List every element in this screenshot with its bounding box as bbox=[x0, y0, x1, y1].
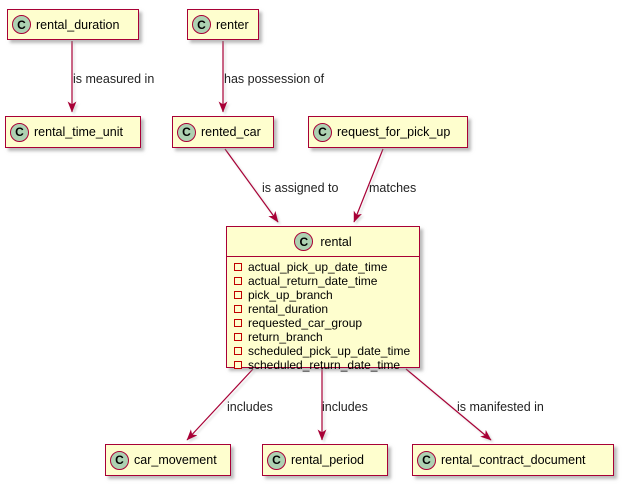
field-icon bbox=[234, 319, 242, 327]
attribute-label: scheduled_return_date_time bbox=[248, 358, 401, 372]
edge-request_for_pick_up-rental bbox=[353, 148, 384, 223]
class-name-label: rental_duration bbox=[36, 17, 120, 32]
edge-label: is manifested in bbox=[457, 400, 544, 414]
class-box-rental_contract_document: C rental_contract_document bbox=[412, 444, 614, 476]
class-box-rental_time_unit: C rental_time_unit bbox=[5, 116, 141, 148]
class-name-label: rented_car bbox=[201, 125, 261, 139]
attribute-list: actual_pick_up_date_time actual_return_d… bbox=[227, 257, 419, 372]
attribute-row: actual_pick_up_date_time bbox=[234, 260, 413, 274]
class-icon: C bbox=[110, 450, 129, 470]
attribute-row: scheduled_pick_up_date_time bbox=[234, 344, 413, 358]
class-icon: C bbox=[417, 450, 436, 470]
class-name-label: rental_contract_document bbox=[441, 453, 586, 467]
field-icon bbox=[234, 291, 242, 299]
attribute-label: pick_up_branch bbox=[248, 288, 333, 302]
class-name-label: car_movement bbox=[134, 453, 217, 467]
attribute-label: actual_pick_up_date_time bbox=[248, 260, 388, 274]
edge-label: includes bbox=[322, 400, 368, 414]
class-icon: C bbox=[294, 232, 314, 251]
class-icon: C bbox=[313, 122, 332, 142]
class-icon: C bbox=[177, 122, 196, 142]
class-icon: C bbox=[10, 122, 29, 142]
class-name-label: rental bbox=[320, 234, 352, 249]
attribute-row: pick_up_branch bbox=[234, 288, 413, 302]
edge-rented_car-rental bbox=[224, 148, 279, 223]
attribute-row: rental_duration bbox=[234, 302, 413, 316]
edge-label: includes bbox=[227, 400, 273, 414]
attribute-row: requested_car_group bbox=[234, 316, 413, 330]
attribute-label: return_branch bbox=[248, 330, 323, 344]
class-name-label: rental_period bbox=[291, 453, 364, 467]
class-name-label: renter bbox=[216, 17, 249, 32]
field-icon bbox=[234, 361, 242, 369]
field-icon bbox=[234, 263, 242, 271]
class-icon: C bbox=[192, 15, 211, 34]
class-box-car_movement: C car_movement bbox=[105, 444, 231, 476]
class-box-rental_period: C rental_period bbox=[262, 444, 388, 476]
attribute-label: scheduled_pick_up_date_time bbox=[248, 344, 411, 358]
class-icon: C bbox=[12, 15, 31, 34]
field-icon bbox=[234, 277, 242, 285]
class-icon: C bbox=[267, 450, 286, 470]
class-box-rental_duration: C rental_duration bbox=[7, 9, 139, 40]
attribute-label: rental_duration bbox=[248, 302, 329, 316]
class-title: C rental bbox=[227, 227, 419, 257]
edge-label: is measured in bbox=[73, 72, 155, 86]
class-box-rented_car: C rented_car bbox=[172, 116, 274, 148]
attribute-row: actual_return_date_time bbox=[234, 274, 413, 288]
edge-rental-rental_contract_document bbox=[405, 368, 492, 441]
edge-label: has possession of bbox=[224, 72, 325, 86]
class-box-request_for_pick_up: C request_for_pick_up bbox=[308, 116, 468, 148]
attribute-row: scheduled_return_date_time bbox=[234, 358, 413, 372]
edge-label: is assigned to bbox=[262, 181, 339, 195]
attribute-row: return_branch bbox=[234, 330, 413, 344]
edge-label: matches bbox=[369, 181, 417, 195]
field-icon bbox=[234, 333, 242, 341]
class-box-rental: C rental actual_pick_up_date_time actual… bbox=[226, 226, 420, 372]
attribute-label: requested_car_group bbox=[248, 316, 363, 330]
class-name-label: request_for_pick_up bbox=[337, 125, 451, 139]
field-icon bbox=[234, 347, 242, 355]
class-box-renter: C renter bbox=[187, 9, 259, 40]
edge-rental-car_movement bbox=[186, 368, 254, 441]
field-icon bbox=[234, 305, 242, 313]
attribute-label: actual_return_date_time bbox=[248, 274, 378, 288]
class-name-label: rental_time_unit bbox=[34, 125, 123, 139]
